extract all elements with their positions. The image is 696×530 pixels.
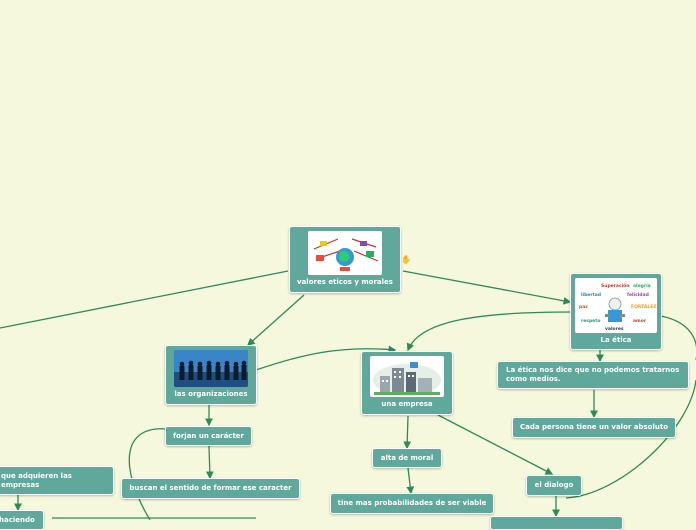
word-cloud-icon: Superación alegría libertad felicidad pa… [575, 278, 657, 333]
empresa-node[interactable]: una empresa [361, 351, 453, 415]
dialogo-label: el dialogo [534, 481, 574, 489]
forjan-label: forjan un carácter [173, 431, 244, 440]
svg-text:alegría: alegría [633, 282, 651, 289]
svg-text:paz: paz [579, 305, 588, 310]
svg-text:amor: amor [633, 318, 647, 324]
probabilidades-node[interactable]: tine mas probabilidades de ser viable [330, 493, 494, 514]
svg-text:FORTALEZA: FORTALEZA [631, 304, 657, 310]
building-cluster-icon [370, 356, 444, 397]
link-alta-probabilidades [406, 467, 415, 495]
empresa-label: una empresa [381, 400, 433, 408]
link-root-etica [402, 270, 572, 305]
root-label: valores eticos y morales [297, 278, 393, 286]
hand-marker-icon: ✋ [401, 255, 411, 264]
adquieren-node[interactable]: que adquieren las empresas [0, 466, 114, 495]
etica-dice-node[interactable]: La ética nos dice que no podemos tratarn… [497, 361, 689, 389]
svg-text:libertad: libertad [581, 292, 601, 298]
svg-text:felicidad: felicidad [627, 292, 649, 298]
buscan-label: buscan el sentido de formar ese caracter [129, 484, 292, 492]
link-empresa-alta [403, 415, 412, 450]
link-organizaciones-empresa [255, 345, 397, 371]
link-empresa-dialogo [437, 414, 554, 475]
link-forjan-loop [128, 428, 168, 520]
svg-text:valores: valores [605, 326, 624, 332]
alta-moral-label: alta de moral [380, 453, 434, 462]
adquieren-label: que adquieren las empresas [1, 471, 72, 489]
etica-dice-label: La ética nos dice que no podemos tratarn… [506, 366, 680, 383]
business-people-icon [174, 350, 248, 387]
dialogo-child-node[interactable] [490, 516, 623, 530]
link-root-organizaciones [247, 294, 305, 346]
dialogo-node[interactable]: el dialogo [526, 475, 582, 496]
root-node[interactable]: valores eticos y morales [289, 226, 401, 293]
buscan-node[interactable]: buscan el sentido de formar ese caracter [121, 478, 300, 499]
forjan-node[interactable]: forjan un carácter [165, 426, 252, 446]
organizaciones-label: las organizaciones [174, 390, 248, 398]
organizaciones-node[interactable]: las organizaciones [165, 345, 257, 405]
link-etica-empresa [406, 311, 573, 352]
probabilidades-label: tine mas probabilidades de ser viable [337, 499, 487, 507]
valor-absoluto-node[interactable]: Cada persona tiene un valor absoluto [512, 417, 676, 438]
earth-puzzle-icon [308, 231, 382, 275]
etica-label: La ética [600, 336, 632, 344]
svg-text:Superación: Superación [601, 282, 629, 289]
link-dialogo-etica [565, 379, 696, 499]
link-forjan-buscan [205, 445, 214, 480]
etica-node[interactable]: Superación alegría libertad felicidad pa… [570, 273, 662, 350]
svg-text:respeto: respeto [581, 318, 600, 324]
valor-absoluto-label: Cada persona tiene un valor absoluto [519, 423, 669, 431]
link-etica-right [660, 315, 696, 360]
alta-moral-node[interactable]: alta de moral [372, 448, 442, 468]
link-root-left [0, 270, 289, 329]
haciendo-label: haciendo [0, 516, 35, 524]
haciendo-node[interactable]: haciendo [0, 510, 44, 530]
